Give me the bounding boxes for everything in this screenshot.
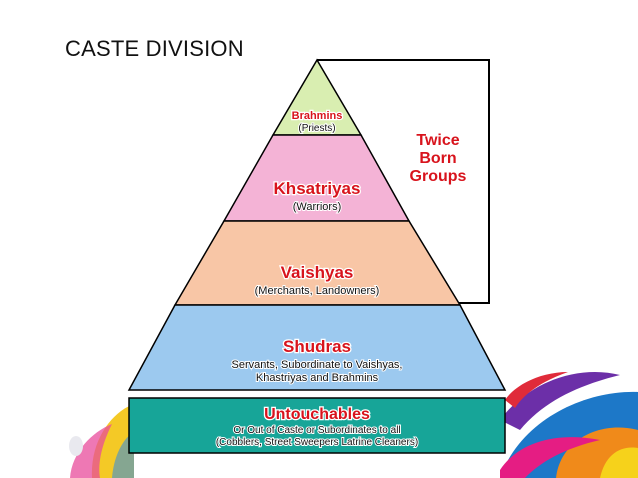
tier-shudras-desc-line-1: Servants, Subordinate to Vaishyas, — [231, 359, 402, 371]
tier-untouchables: Untouchables Or Out of Caste or Subordin… — [128, 397, 506, 454]
tier-shudras-name: Shudras — [283, 337, 351, 356]
twice-born-label-line-2: Born — [419, 150, 456, 167]
twice-born-label-line-3: Groups — [410, 168, 467, 185]
twice-born-label-line-1: Twice — [416, 132, 459, 149]
tier-brahmins-desc: (Priests) — [298, 123, 335, 134]
slide-title: CASTE DIVISION — [65, 36, 244, 61]
tier-khsatriyas: Khsatriyas (Warriors) — [222, 134, 411, 222]
tier-vaishyas-desc: (Merchants, Landowners) — [255, 285, 380, 297]
tier-untouchables-desc-line-1: Or Out of Caste or Subordinates to all — [233, 425, 400, 436]
tier-untouchables-name: Untouchables — [264, 406, 370, 423]
tier-vaishyas: Vaishyas (Merchants, Landowners) — [173, 220, 462, 306]
tier-khsatriyas-desc: (Warriors) — [293, 201, 341, 213]
tier-shudras-desc-line-2: Khastriyas and Brahmins — [256, 372, 379, 384]
twice-born-label: Twice Born Groups — [410, 132, 467, 185]
tier-brahmins-name: Brahmins — [292, 110, 343, 122]
twice-born-bracket — [317, 59, 490, 304]
tier-untouchables-desc-line-2: (Cobblers, Street Sweepers Latrine Clean… — [216, 437, 418, 448]
tier-untouchables-shape — [128, 397, 506, 454]
tier-khsatriyas-name: Khsatriyas — [274, 179, 361, 198]
tier-brahmins: Brahmins (Priests) — [271, 58, 363, 136]
tier-shudras: Shudras Servants, Subordinate to Vaishya… — [127, 304, 507, 391]
tier-shudras-shape — [127, 304, 507, 391]
tier-vaishyas-name: Vaishyas — [281, 263, 354, 282]
